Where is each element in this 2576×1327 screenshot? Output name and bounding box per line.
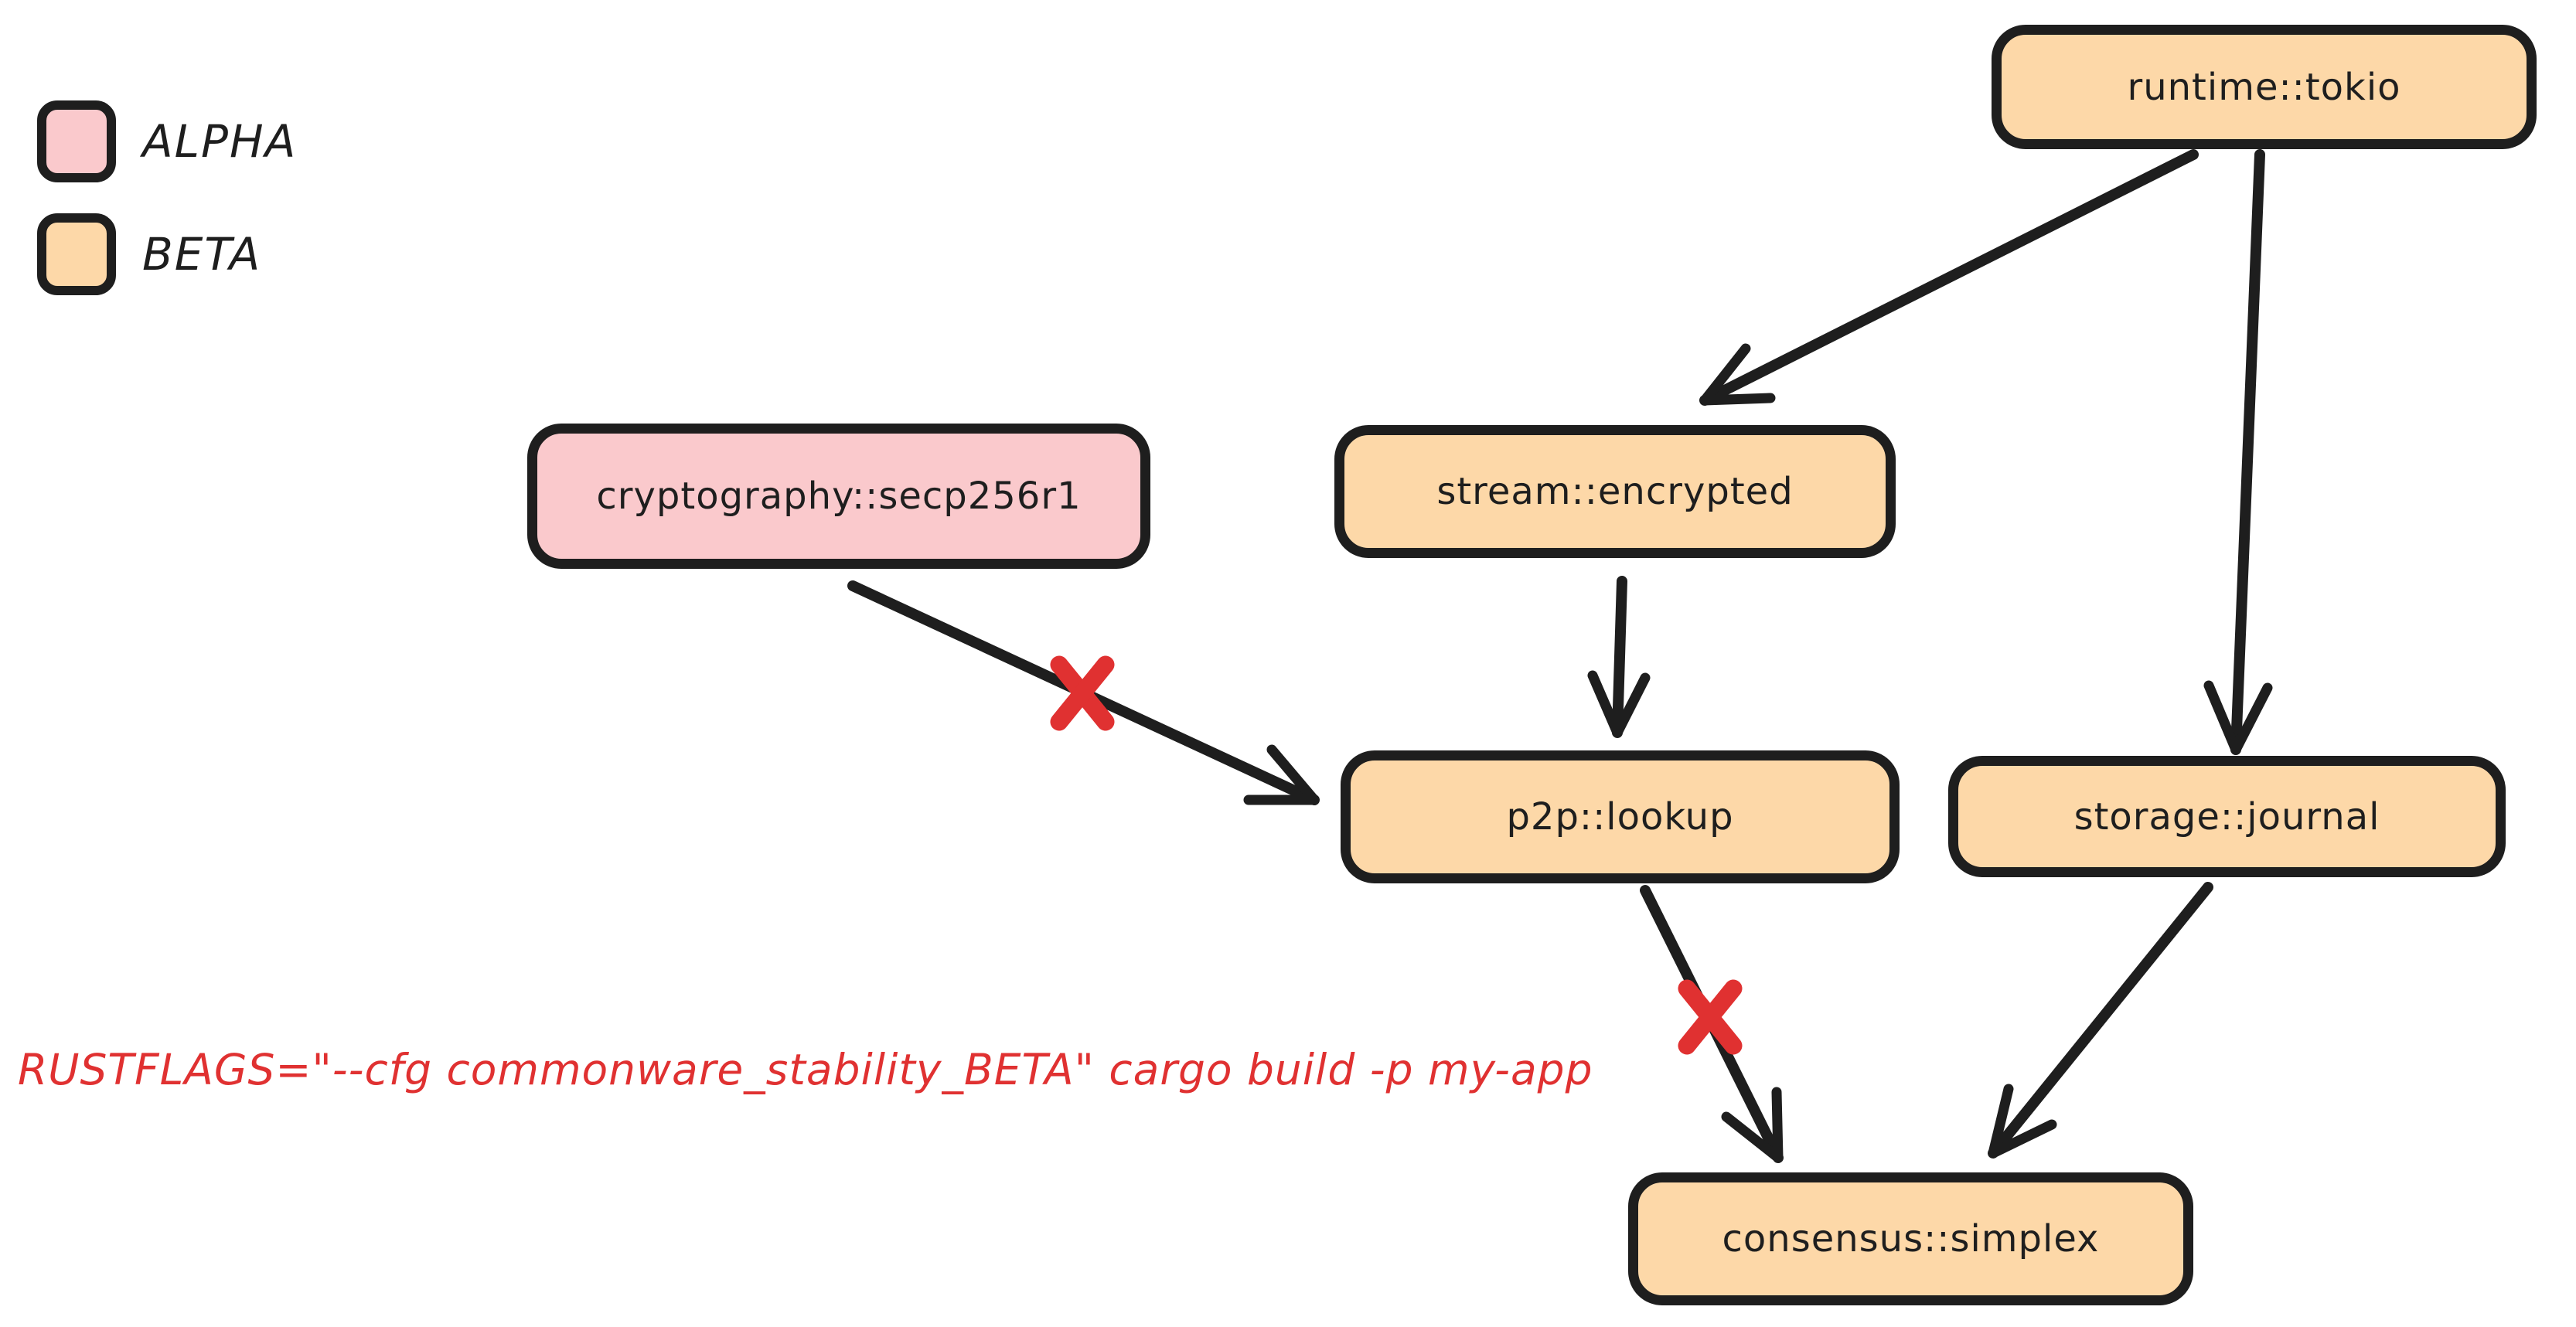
- node-consensus-simplex: consensus::simplex: [1628, 1172, 2193, 1305]
- arrow-p2p-lookup-to-consensus-simplex: [1640, 885, 1784, 1163]
- legend-label-alpha: ALPHA: [142, 115, 298, 168]
- alpha-swatch: [37, 100, 116, 182]
- node-label: p2p::lookup: [1506, 795, 1734, 839]
- legend-item-alpha: ALPHA: [37, 100, 297, 182]
- legend-item-beta: BETA: [37, 213, 261, 295]
- arrow-runtime-tokio-to-stream-encrypted: [1699, 149, 2199, 406]
- node-stream-encrypted: stream::encrypted: [1334, 425, 1896, 558]
- node-storage-journal: storage::journal: [1948, 756, 2506, 877]
- node-label: consensus::simplex: [1722, 1217, 2100, 1261]
- node-label: cryptography::secp256r1: [596, 475, 1082, 518]
- build-command: RUSTFLAGS="--cfg commonware_stability_BE…: [18, 1045, 1593, 1094]
- arrow-cryptography-secp256r1-to-p2p-lookup: [847, 580, 1320, 805]
- arrow-stream-encrypted-to-p2p-lookup: [1587, 576, 1651, 738]
- node-cryptography-secp256r1: cryptography::secp256r1: [527, 424, 1150, 569]
- beta-swatch: [37, 213, 116, 295]
- arrow-runtime-tokio-to-storage-journal: [2203, 149, 2273, 755]
- node-runtime-tokio: runtime::tokio: [1992, 25, 2537, 149]
- node-p2p-lookup: p2p::lookup: [1341, 750, 1900, 883]
- legend-label-beta: BETA: [142, 228, 262, 281]
- blocked-x-icon: [1678, 979, 1743, 1055]
- node-label: stream::encrypted: [1436, 470, 1794, 513]
- node-label: storage::journal: [2073, 794, 2380, 839]
- node-label: runtime::tokio: [2127, 65, 2401, 109]
- arrow-storage-journal-to-consensus-simplex: [1988, 882, 2213, 1159]
- blocked-x-icon: [1050, 655, 1115, 731]
